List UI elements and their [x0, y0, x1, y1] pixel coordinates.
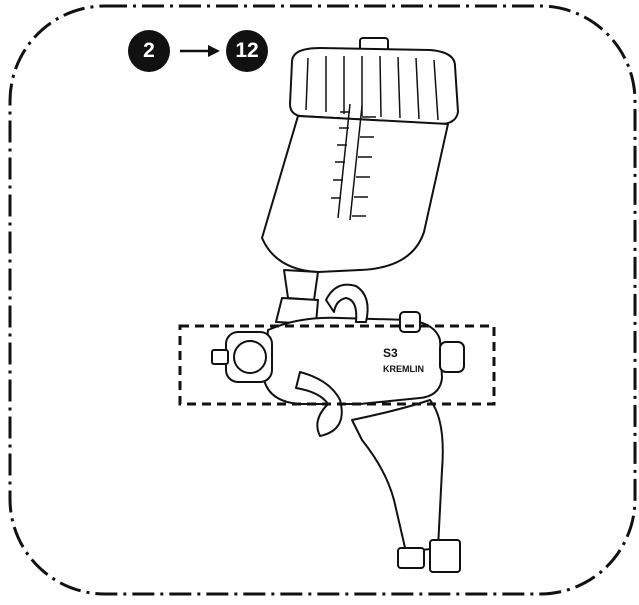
gun-handle — [351, 399, 444, 553]
cup-neck — [283, 269, 319, 301]
fluid-adjuster — [439, 341, 465, 373]
nozzle-tip — [211, 349, 229, 365]
air-cap-ring — [233, 340, 267, 374]
model-label: S3 — [383, 346, 398, 360]
right-arrow-icon — [180, 45, 220, 57]
step-badge-end: 12 — [226, 30, 268, 72]
pattern-adjuster — [399, 311, 421, 333]
cup-lid-ridges — [305, 55, 439, 121]
frame-border — [8, 4, 637, 596]
trigger — [295, 371, 343, 437]
paint-cup — [261, 115, 449, 273]
air-inlet-nut — [429, 539, 461, 573]
step-badge-start: 2 — [128, 30, 170, 72]
air-inlet — [397, 547, 425, 569]
brand-label: KREMLIN — [383, 364, 424, 374]
cup-lid — [289, 47, 459, 125]
cup-scale — [331, 103, 376, 221]
gun-hook — [325, 283, 369, 323]
highlight-box — [178, 324, 496, 406]
